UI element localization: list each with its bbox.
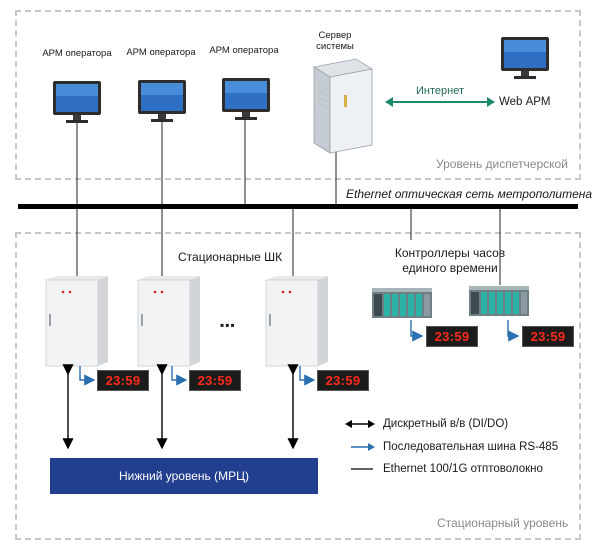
cabinet-icon (45, 276, 108, 367)
ethernet-bus (18, 204, 578, 209)
clock-display: 23:59 (97, 370, 149, 391)
serial-arrow-icon (351, 443, 375, 451)
double-arrow-icon (345, 420, 375, 428)
stationary-zone-label: Стационарный уровень (437, 516, 569, 530)
monitor-icon (222, 78, 270, 120)
monitor-icon (501, 37, 549, 79)
web-apm-label: Web АРМ (499, 96, 551, 108)
dispatcher-zone (15, 10, 581, 180)
legend-serial-label: Последовательная шина RS-485 (383, 441, 559, 453)
dispatcher-zone-label: Уровень диспетчерской (436, 157, 568, 171)
ethernet-bus-label: Ethernet оптическая сеть метрополитена (346, 187, 593, 201)
workstation-3-label: АРМ оператора (209, 45, 279, 56)
clock-display: 23:59 (426, 326, 478, 347)
server-label: Сервер системы (316, 30, 354, 52)
legend-ethernet: Ethernet 100/1G отптоволокно (345, 463, 543, 475)
monitor-icon (138, 80, 186, 122)
cabinets-ellipsis: ▪▪▪ (220, 318, 236, 332)
controller-icon (372, 288, 432, 318)
stationary-zone (15, 232, 581, 540)
legend-serial: Последовательная шина RS-485 (345, 441, 558, 453)
workstation-2-label: АРМ оператора (126, 47, 196, 58)
server-icon (312, 58, 374, 154)
legend-ethernet-label: Ethernet 100/1G отптоволокно (383, 463, 543, 475)
internet-label: Интернет (416, 85, 464, 97)
controllers-title: Контроллеры часов единого времени (394, 246, 506, 275)
controller-icon (469, 286, 529, 316)
clock-display: 23:59 (189, 370, 241, 391)
clock-display: 23:59 (317, 370, 369, 391)
legend-discrete-label: Дискретный в/в (DI/DO) (383, 418, 509, 430)
clock-display: 23:59 (522, 326, 574, 347)
legend-discrete: Дискретный в/в (DI/DO) (345, 418, 508, 430)
monitor-icon (53, 81, 101, 123)
internet-arrow (385, 97, 495, 107)
line-icon (351, 468, 373, 470)
cabinets-title: Стационарные ШК (178, 250, 283, 264)
workstation-1-label: АРМ оператора (42, 48, 112, 59)
mrc-block: Нижний уровень (МРЦ) (50, 458, 318, 494)
